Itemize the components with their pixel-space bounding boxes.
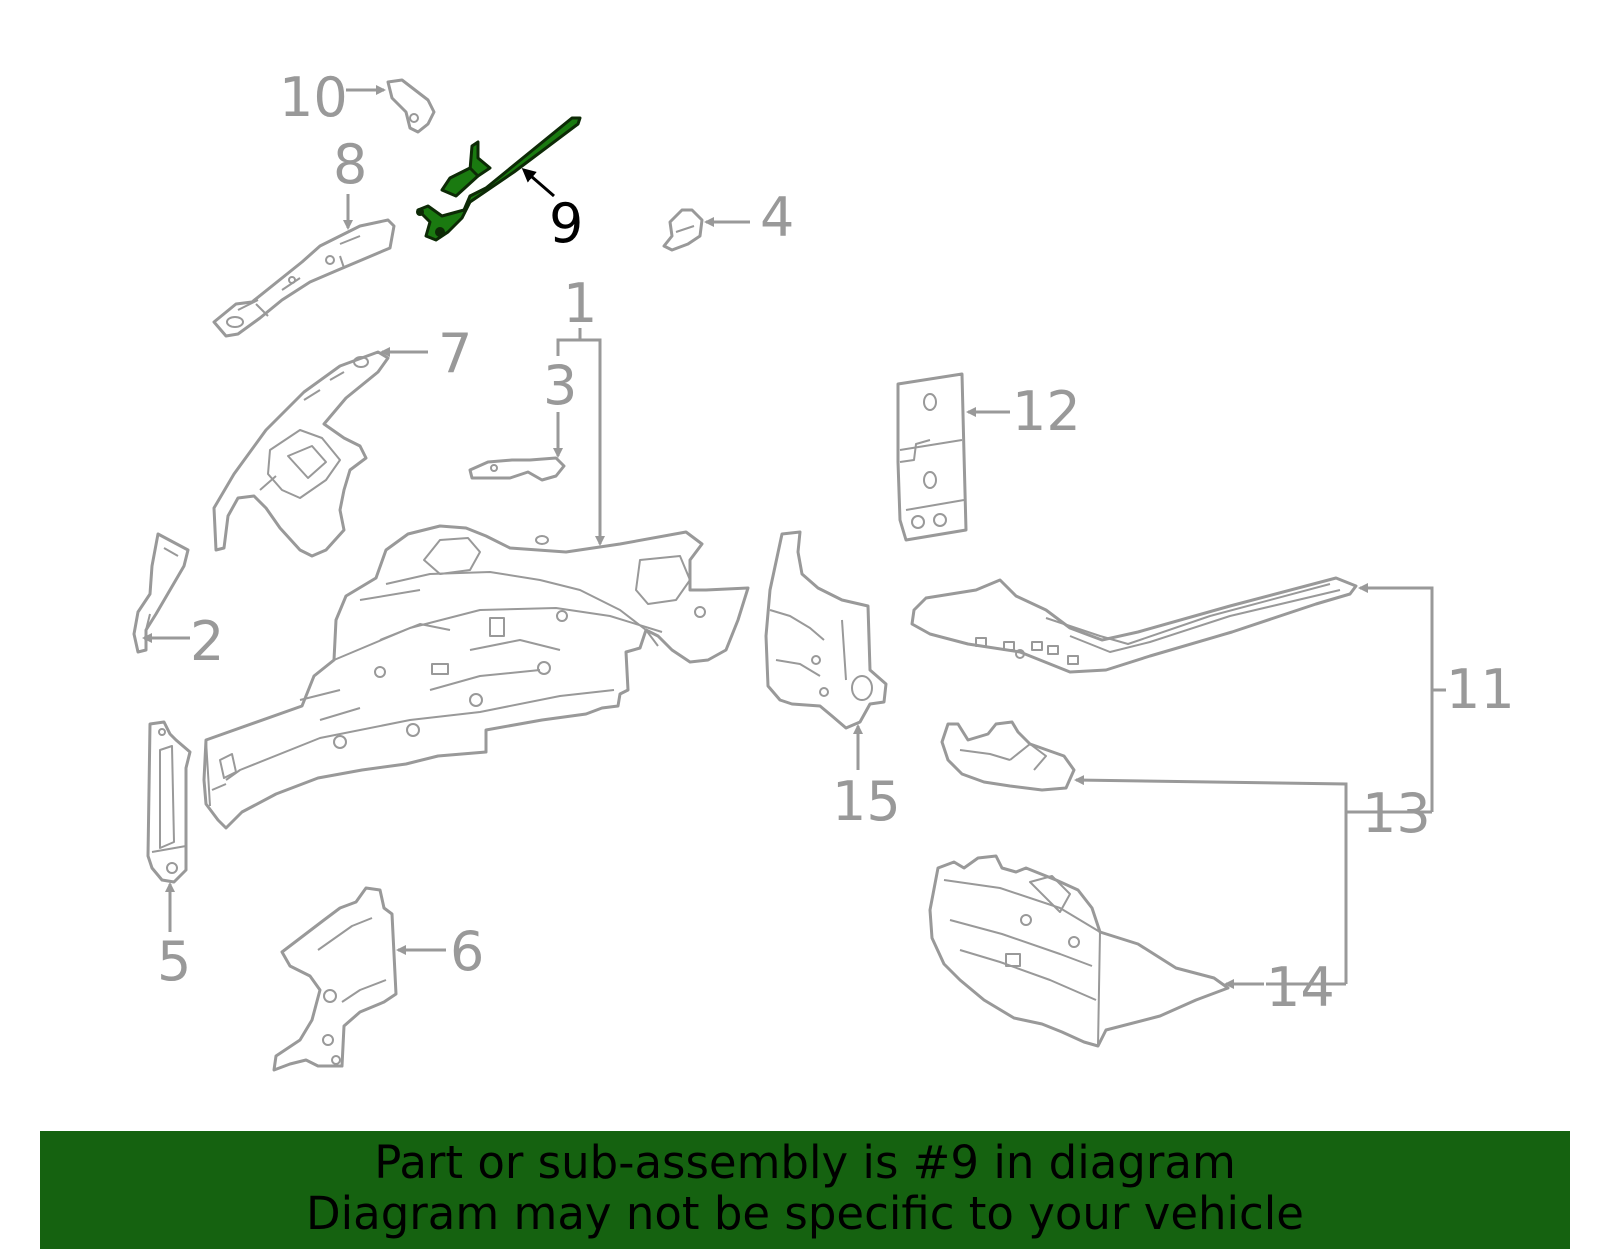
banner-line-1: Part or sub-assembly is #9 in diagram: [374, 1136, 1236, 1189]
part-2-bracket[interactable]: [132, 532, 190, 654]
part-6-bracket[interactable]: [272, 886, 398, 1072]
callout-8: 8: [333, 133, 367, 196]
callout-9: 9: [549, 192, 583, 255]
callout-6: 6: [450, 920, 484, 983]
callout-14: 14: [1266, 956, 1335, 1019]
part-8-rail[interactable]: [212, 218, 396, 338]
callout-3: 3: [543, 354, 577, 417]
callout-5: 5: [157, 930, 191, 993]
part-10-bracket[interactable]: [386, 78, 436, 134]
part-1-apron-assembly[interactable]: [202, 524, 750, 830]
callout-13: 13: [1362, 782, 1431, 845]
callout-15: 15: [832, 770, 901, 833]
part-3-piece[interactable]: [468, 456, 566, 482]
part-13-bracket[interactable]: [940, 720, 1076, 792]
callout-4: 4: [760, 186, 794, 249]
part-5-bracket[interactable]: [146, 720, 192, 884]
leader-lines: [142, 85, 1446, 989]
callout-7: 7: [438, 322, 472, 385]
callout-12: 12: [1012, 380, 1081, 443]
part-12-plate[interactable]: [896, 372, 968, 542]
callout-10: 10: [279, 66, 348, 129]
callout-2: 2: [190, 610, 224, 673]
part-9-reinforcement[interactable]: [416, 116, 582, 242]
part-11-rocker[interactable]: [910, 576, 1358, 674]
part-14-floor-pan[interactable]: [928, 854, 1230, 1048]
part-15-panel[interactable]: [764, 530, 888, 730]
callout-1: 1: [563, 272, 597, 335]
part-4-bracket[interactable]: [662, 208, 704, 252]
banner-line-2: Diagram may not be specific to your vehi…: [306, 1187, 1304, 1240]
parts-diagram: 10 8 9 4 1 7 3 12 2 11 15 13 5 6 14: [132, 66, 1515, 1072]
callout-11: 11: [1446, 658, 1515, 721]
part-7-apron-upper[interactable]: [212, 350, 390, 558]
info-banner: Part or sub-assembly is #9 in diagram Di…: [40, 1131, 1570, 1249]
